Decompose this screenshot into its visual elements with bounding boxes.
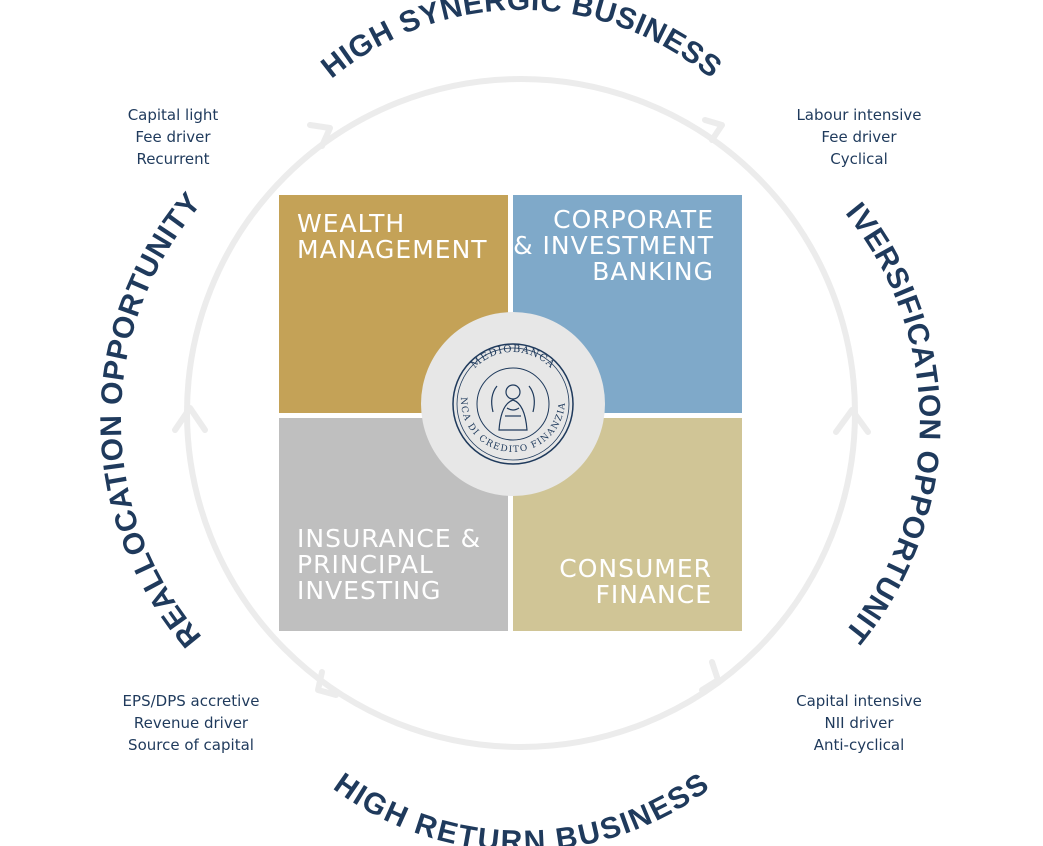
note-line: Revenue driver: [133, 714, 249, 732]
note-line: Capital light: [127, 106, 219, 124]
quadrant-label-line: WEALTH: [297, 209, 406, 238]
arc-label-top: HIGH SYNERGIC BUSINESS: [315, 0, 728, 85]
quadrant-insurance-principal-investing: INSURANCE & PRINCIPAL INVESTING: [279, 418, 508, 631]
quadrant-corporate-investment-banking: CORPORATE & INVESTMENT BANKING: [513, 195, 742, 413]
quadrant-wealth-management: WEALTH MANAGEMENT: [279, 195, 508, 413]
quadrant-label-line: CORPORATE: [553, 205, 714, 234]
note-line: Fee driver: [821, 128, 897, 146]
note-line: Labour intensive: [796, 106, 922, 124]
note-line: Cyclical: [830, 150, 888, 168]
note-line: Fee driver: [135, 128, 211, 146]
note-top-left: Capital light Fee driver Recurrent: [73, 104, 273, 170]
ring-arrow-left: [172, 405, 208, 433]
ring-arrow-right: [833, 407, 871, 435]
arc-label-left: REALLOCATION OPPORTUNITY: [95, 186, 208, 653]
ring-arrow-top-right: [702, 117, 725, 143]
note-line: EPS/DPS accretive: [122, 692, 260, 710]
mediobanca-seal-icon: MEDIOBANCA BANCA DI CREDITO FINANZIARIO: [417, 311, 574, 465]
note-line: Capital intensive: [796, 692, 922, 710]
seal-inner-text: BANCA DI CREDITO FINANZIARIO: [421, 312, 568, 455]
arc-label-bottom: HIGH RETURN BUSINESS: [328, 767, 715, 846]
note-line: Source of capital: [128, 736, 254, 754]
quadrant-label-line: BANKING: [592, 257, 714, 286]
seal-disc: MEDIOBANCA BANCA DI CREDITO FINANZIARIO: [417, 311, 605, 496]
note-bottom-right: Capital intensive NII driver Anti-cyclic…: [759, 690, 959, 756]
quadrant-label-line: INVESTING: [297, 576, 442, 605]
note-line: Recurrent: [136, 150, 210, 168]
quadrant-label-line: MANAGEMENT: [297, 235, 488, 264]
note-top-right: Labour intensive Fee driver Cyclical: [759, 104, 959, 170]
quadrant-label-line: CONSUMER: [559, 554, 712, 583]
seal-outer-text: MEDIOBANCA: [469, 344, 557, 371]
note-line: Anti-cyclical: [813, 736, 905, 754]
ring-arrow-bottom-left: [315, 669, 339, 698]
ring-arrow-top-left: [307, 122, 333, 149]
quadrant-label-line: PRINCIPAL: [297, 550, 434, 579]
quadrant-label-line: & INVESTMENT: [513, 231, 714, 260]
quadrant-label-line: INSURANCE &: [297, 524, 482, 553]
note-line: NII driver: [824, 714, 894, 732]
ring-arrow-bottom-right: [699, 659, 721, 693]
note-bottom-left: EPS/DPS accretive Revenue driver Source …: [91, 690, 291, 756]
quadrant-label-line: FINANCE: [595, 580, 712, 609]
